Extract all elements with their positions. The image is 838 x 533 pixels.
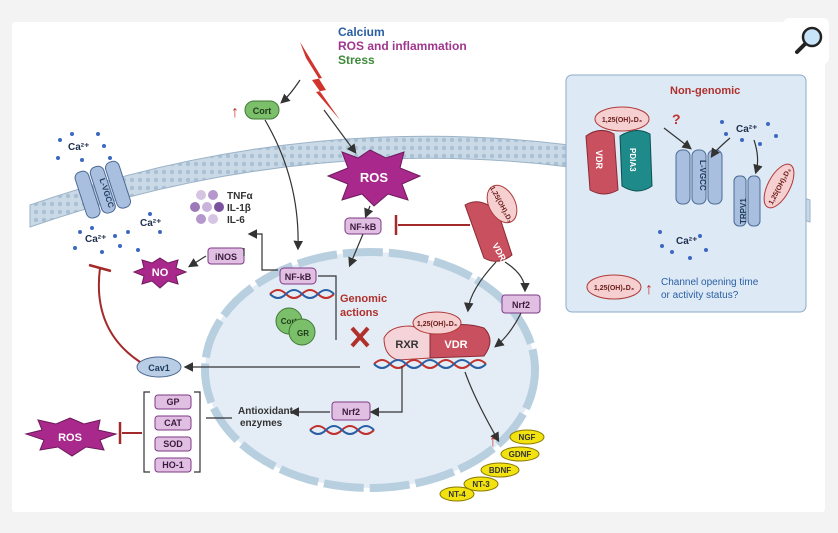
cort-top-label: Cort — [253, 106, 272, 116]
ca-left-bottom-label: Ca²⁺ — [85, 234, 106, 245]
ngf-oval — [509, 429, 545, 445]
calcitriol-note — [586, 274, 642, 300]
nt3-label: NT-3 — [472, 480, 490, 489]
il6-label: IL-6 — [227, 215, 245, 226]
no-burst — [132, 257, 188, 289]
rxr-label: RXR — [395, 339, 418, 351]
ros-burst-center — [326, 149, 422, 207]
nrf2-nucleus-label: Nrf2 — [342, 407, 360, 417]
ho1-box — [154, 457, 192, 473]
genomic-label-line2: actions — [340, 307, 379, 319]
non-genomic-title: Non-genomic — [670, 85, 740, 97]
lvgcc-right-channel: L-VGCC — [675, 149, 723, 205]
tnfa-label: TNFα — [227, 191, 253, 202]
ros-left-label: ROS — [58, 432, 82, 444]
calcitriol-nongenomic — [594, 106, 650, 132]
nt4-label: NT-4 — [448, 490, 466, 499]
cav1-box — [136, 356, 182, 378]
lvgcc-right-label: L-VGCC — [698, 160, 707, 191]
cat-label: CAT — [164, 418, 182, 428]
bdnf-oval — [480, 462, 520, 478]
gr-circle — [288, 318, 316, 346]
legend-ros-inflammation: ROS and inflammation — [338, 39, 467, 53]
lightning-bolt-icon — [300, 42, 340, 120]
magnifier-icon — [795, 26, 823, 54]
ngf-label: NGF — [519, 433, 536, 442]
calcitriol-nucleus-label: 1,25(OH)₂D₃ — [417, 321, 457, 328]
inhibition-x-icon — [350, 326, 370, 348]
nfkb-nucleus-box — [279, 267, 317, 285]
lvgcc-left-channel: L-VGCC — [74, 160, 132, 219]
cat-box — [154, 415, 192, 431]
vdr-nongenomic-label: VDR — [594, 150, 604, 170]
vdr-nongenomic — [585, 130, 619, 195]
ho1-label: HO-1 — [162, 460, 184, 470]
ros-center-label: ROS — [360, 170, 389, 185]
ros-burst-left — [24, 417, 118, 457]
dna-nrf2 — [309, 425, 375, 435]
gr-label: GR — [297, 329, 309, 338]
pdia3-nongenomic — [619, 130, 653, 192]
gp-label: GP — [166, 397, 179, 407]
gdnf-label: GDNF — [509, 450, 532, 459]
gdnf-oval — [500, 446, 540, 462]
legend-stress: Stress — [338, 53, 375, 67]
antioxidant-label-line1: Antioxidant — [238, 406, 294, 417]
nfkb-top-label: NF-kB — [350, 222, 377, 232]
no-label: NO — [152, 267, 169, 279]
sod-label: SOD — [163, 439, 183, 449]
calcitriol-trpv1 — [763, 163, 795, 209]
nfkb-nucleus-label: NF-kB — [285, 272, 312, 282]
antioxidant-label-line2: enzymes — [240, 418, 283, 429]
ca-right-top-label: Ca²⁺ — [736, 124, 757, 135]
cort-nucleus-label: Cort — [281, 317, 298, 326]
cav1-label: Cav1 — [148, 363, 170, 373]
vdr-membrane — [464, 201, 513, 262]
nt4-oval — [439, 486, 475, 502]
dna-nfkb — [269, 289, 335, 299]
il1b-label: IL-1β — [227, 203, 251, 214]
genomic-label-line1: Genomic — [340, 293, 387, 305]
calcium-dots-right — [658, 120, 778, 260]
nt3-oval — [463, 476, 499, 492]
gp-box — [154, 394, 192, 410]
dna-main — [373, 359, 487, 369]
calcitriol-note-label: 1,25(OH)₂D₃ — [594, 285, 634, 292]
neurotrophin-up-arrow: ↑ — [489, 433, 497, 450]
ca-right-bottom-label: Ca²⁺ — [676, 236, 697, 247]
nrf2-right-label: Nrf2 — [512, 300, 530, 310]
cort-up-arrow: ↑ — [231, 104, 239, 121]
vdr-nucleus-label: VDR — [444, 339, 467, 351]
note-line2: or activity status? — [661, 290, 739, 301]
note-line1: Channel opening time — [661, 277, 759, 288]
zoom-button[interactable] — [783, 18, 829, 64]
note-up-arrow: ↑ — [645, 281, 653, 298]
cort-top-box — [244, 100, 280, 120]
calcitriol-nongenomic-label: 1,25(OH)₂D₃ — [602, 117, 642, 124]
nucleus — [201, 248, 539, 492]
sod-box — [154, 436, 192, 452]
trpv1-channel: TRPV1 — [733, 175, 761, 227]
rxr-vdr-complex — [383, 311, 491, 361]
question-mark: ? — [672, 111, 681, 127]
calcium-dots-left — [56, 132, 162, 254]
ca-left-top-label: Ca²⁺ — [68, 142, 89, 153]
inos-label: iNOS — [215, 252, 237, 262]
cytokine-dots — [190, 190, 224, 224]
calcitriol-membrane — [486, 184, 518, 224]
ca-left-mid-label: Ca²⁺ — [140, 218, 161, 229]
legend-calcium: Calcium — [338, 25, 385, 39]
pdia3-label: PDIA3 — [628, 148, 637, 172]
bdnf-label: BDNF — [489, 466, 511, 475]
trpv1-label: TRPV1 — [739, 198, 748, 224]
